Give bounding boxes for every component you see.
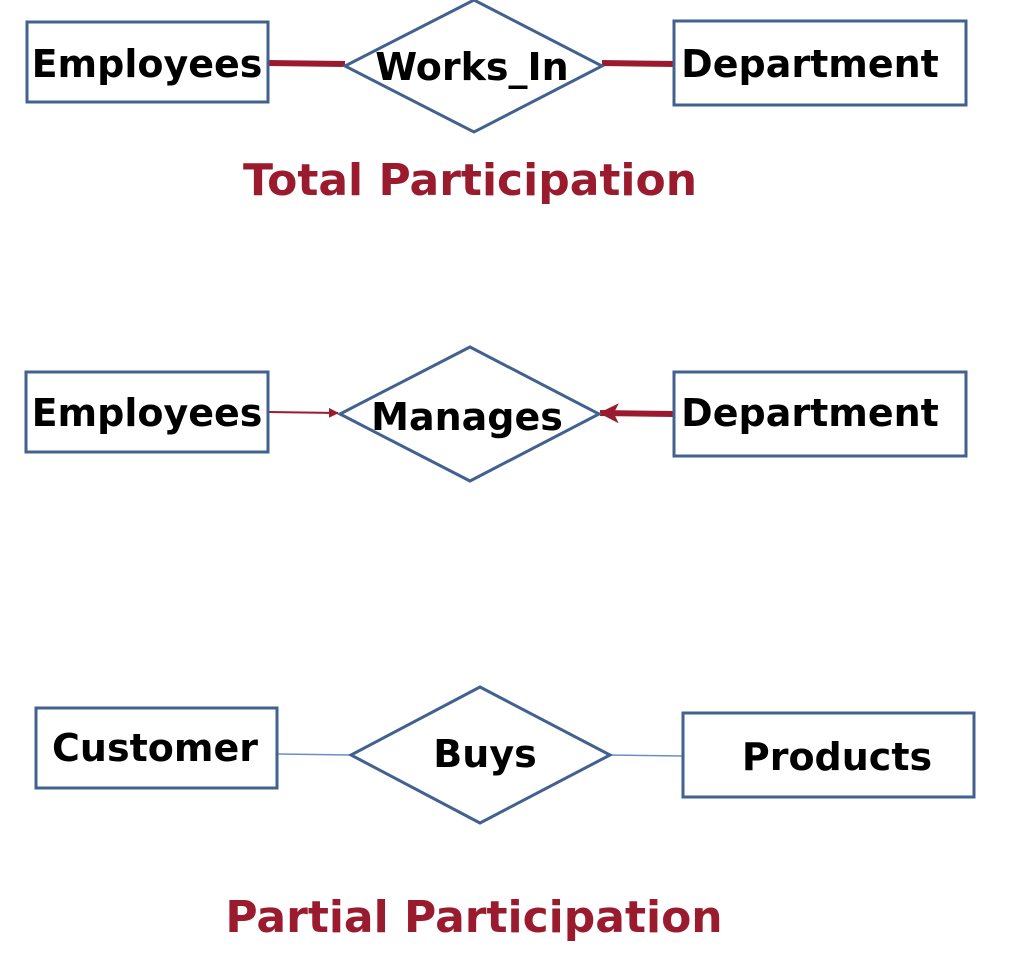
works-in-left-connector: [267, 60, 346, 67]
department-entity-2-label: Department: [681, 391, 939, 435]
manages-relationship: [336, 345, 603, 483]
manages-right-arrow: [598, 403, 675, 424]
employees-entity-1: [25, 20, 270, 104]
manages-left-arrow: [267, 407, 339, 418]
employees-entity-2: [24, 370, 270, 454]
works-in-relationship: [341, 0, 606, 134]
products-entity: [681, 711, 976, 799]
employees-entity-1-label: Employees: [32, 42, 263, 86]
manages-relationship-label: Manages: [371, 395, 563, 439]
buys-relationship: [347, 685, 614, 825]
customer-entity: [34, 706, 279, 790]
buys-right-connector: [609, 754, 684, 757]
works-in-right-connector: [601, 60, 677, 67]
buys-relationship-label: Buys: [433, 732, 536, 776]
total-participation-caption: Total Participation: [243, 155, 697, 206]
products-entity-label: Products: [742, 735, 932, 779]
buys-left-connector: [277, 753, 352, 756]
partial-participation-caption: Partial Participation: [225, 892, 722, 943]
department-entity-1: [672, 19, 968, 107]
department-entity-2: [672, 370, 968, 458]
department-entity-1-label: Department: [681, 42, 939, 86]
works-in-relationship-label: Works_In: [375, 45, 569, 89]
employees-entity-2-label: Employees: [32, 391, 263, 435]
customer-entity-label: Customer: [52, 726, 258, 770]
